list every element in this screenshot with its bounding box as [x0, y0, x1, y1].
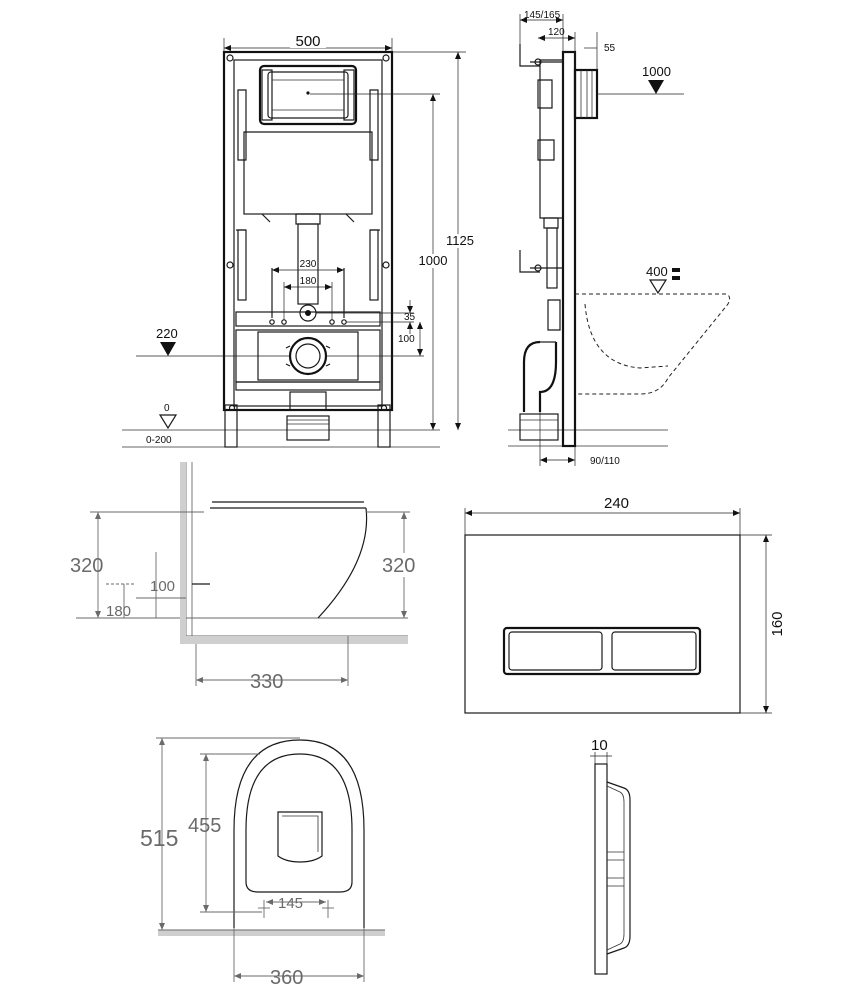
drain-pipe-stub: [286, 415, 330, 441]
mount-hole-icon: [226, 261, 234, 269]
flush-plate-buttons: [502, 626, 702, 676]
wall-section: [185, 462, 193, 636]
dim-depth-55: 55: [604, 43, 616, 54]
opening-bracket-right: [343, 69, 355, 121]
dim-plate-thickness: 10: [591, 737, 608, 754]
dim-plate-height: 160: [769, 611, 786, 636]
drain-connector-icon: [288, 336, 328, 376]
dim-bowl-h180: 180: [106, 603, 131, 620]
frame-front-view: 500 1125 1000 230 180 35 100 220: [122, 32, 477, 448]
dim-bowl-inner-length: 455: [188, 815, 221, 837]
level-range: 0-200: [146, 435, 172, 446]
inspection-opening: [258, 64, 358, 126]
flush-plate-side-view: 10: [590, 737, 631, 975]
plate-side-section: [594, 763, 608, 975]
dim-bolt-width-230: 230: [300, 259, 317, 270]
level-400: 400: [646, 264, 668, 279]
plate-side-profile: [606, 781, 631, 955]
flush-pipe-side: [546, 227, 558, 289]
dim-bowl-width: 360: [270, 967, 303, 989]
bowl-profile: [317, 507, 368, 619]
mount-hole-icon: [226, 54, 234, 62]
flush-plate-front-view: 240 160: [464, 495, 786, 714]
dim-frame-width: 500: [295, 33, 320, 50]
flush-plate-section: [573, 68, 599, 120]
dim-depth-120: 120: [548, 27, 565, 38]
level-marker-icon: [648, 80, 664, 94]
frame-leg-left: [224, 404, 238, 448]
dim-bowl-length: 330: [250, 671, 283, 693]
cistern-valve: [237, 89, 247, 161]
half-flush-button: [508, 631, 603, 671]
frame-side-view: 145/165 120 55 1000 400 90/110: [508, 10, 731, 467]
bowl-side-view: 320 320 100 180 330: [70, 462, 426, 693]
level-marker-icon: [160, 342, 176, 356]
dim-total-height: 1125: [446, 233, 474, 248]
frame-leg-right: [377, 404, 391, 448]
bowl-top-outline: [233, 739, 365, 928]
cistern-side: [539, 59, 564, 219]
bowl-drain: [277, 811, 323, 863]
frame-inner: [233, 59, 383, 407]
level-1000: 1000: [642, 64, 671, 79]
floor-level-marker-icon: [158, 414, 178, 430]
dim-bowl-height-left: 320: [70, 555, 103, 577]
mount-hole-icon: [382, 261, 390, 269]
full-flush-button: [611, 631, 697, 671]
dim-bowl-h100: 100: [150, 578, 175, 595]
dim-bolt-spacing: 145: [278, 895, 303, 912]
bowl-top-view: 515 455 145 360: [140, 737, 385, 989]
bowl-rim: [245, 753, 353, 893]
dim-bowl-height-right: 320: [382, 555, 415, 577]
dim-offset-35: 35: [404, 312, 416, 323]
level-220: 220: [156, 326, 178, 341]
flush-pipe: [297, 223, 319, 305]
level-marker-icon: [648, 279, 668, 295]
drain-bend: [538, 342, 558, 412]
frame-upright: [561, 50, 577, 448]
mount-hole-icon: [380, 404, 388, 412]
opening-bracket-left: [261, 69, 273, 121]
cistern-body: [243, 131, 373, 215]
dim-bolt-width-180: 180: [300, 276, 317, 287]
dim-plate-width: 240: [604, 495, 629, 512]
mount-hole-icon: [382, 54, 390, 62]
level-0: 0: [164, 403, 170, 414]
wc-bowl-outline: [575, 293, 731, 395]
dim-bowl-outer-length: 515: [140, 825, 178, 851]
dim-outlet: 90/110: [590, 456, 620, 467]
dim-offset-100: 100: [398, 334, 415, 345]
dim-flush-height: 1000: [419, 253, 448, 268]
inspection-opening-inner: [267, 71, 349, 119]
dim-depth-range: 145/165: [524, 10, 561, 21]
drain-stub-side: [519, 413, 559, 441]
mount-hole-icon: [228, 404, 236, 412]
flush-plate-outline: [464, 534, 741, 714]
